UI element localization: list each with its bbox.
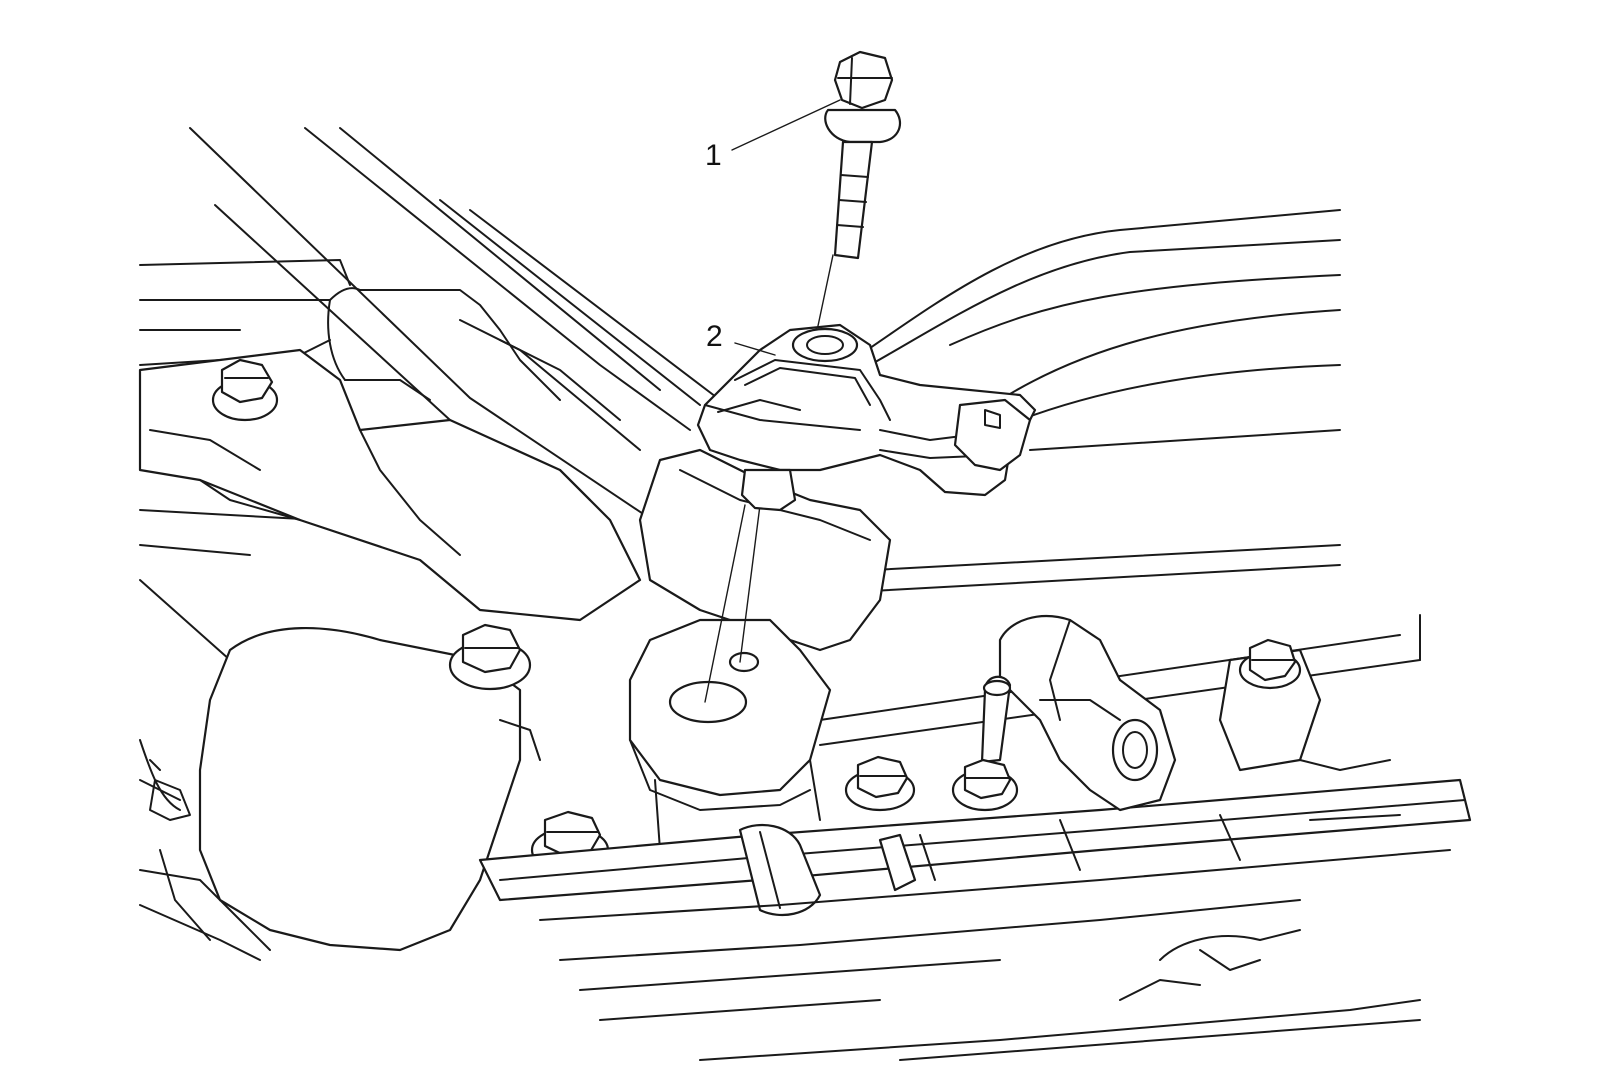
installation-guide-lines [704,254,834,703]
callout-leaders [731,99,841,356]
flange-bolt-lower-left [448,623,532,691]
lower-left-hose [139,626,541,961]
callout-2-label: 2 [706,320,723,353]
engine-cover-outline [139,127,721,661]
manifold-block [138,287,642,622]
map-sensor [696,323,1037,512]
sensor-mounting-boss [628,448,892,851]
lower-left-clips [149,759,1401,821]
rail-bolt-center [844,755,916,812]
fuel-rail-tubes [478,778,1472,1061]
vacuum-nipple [980,675,1012,764]
callout-1-label: 1 [705,139,722,172]
flange-bolt-upper-left [211,358,279,422]
sensor-bolt [824,50,902,260]
rail-bolt-right [951,758,1019,812]
flange-bolt-right [1218,638,1391,772]
fuel-injector-connector [998,615,1177,812]
